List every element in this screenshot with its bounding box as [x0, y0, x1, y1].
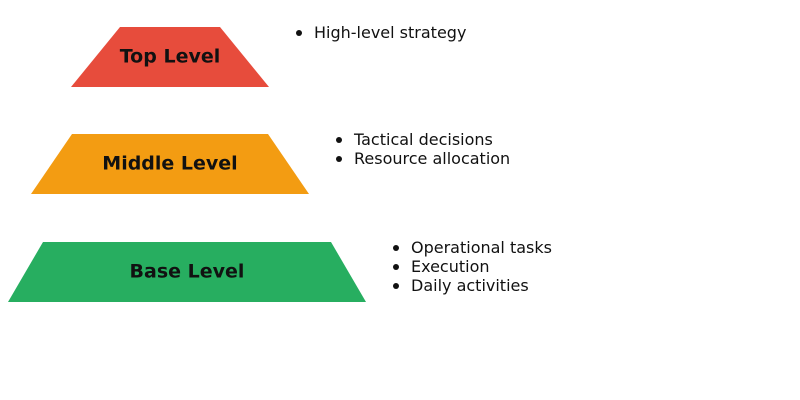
bullet-item: Resource allocation [335, 149, 510, 168]
middle-level-trapezoid [31, 134, 309, 194]
bullet-item: High-level strategy [295, 23, 466, 42]
middle-level-label: Middle Level [102, 153, 237, 175]
bullet-item: Execution [392, 257, 552, 276]
level-middle: Middle Level [31, 134, 309, 194]
bullet-item: Operational tasks [392, 238, 552, 257]
top-level-label: Top Level [120, 46, 220, 68]
base-level-label: Base Level [130, 261, 245, 283]
top-level-trapezoid [71, 27, 269, 87]
middle-level-bullet-list: Tactical decisions Resource allocation [335, 130, 510, 168]
bullet-item: Tactical decisions [335, 130, 510, 149]
top-level-bullet-list: High-level strategy [295, 23, 466, 42]
level-top: Top Level [71, 27, 269, 87]
base-level-trapezoid [8, 242, 366, 302]
bullet-item: Daily activities [392, 276, 552, 295]
base-level-bullet-list: Operational tasks Execution Daily activi… [392, 238, 552, 295]
level-base: Base Level [8, 242, 366, 302]
